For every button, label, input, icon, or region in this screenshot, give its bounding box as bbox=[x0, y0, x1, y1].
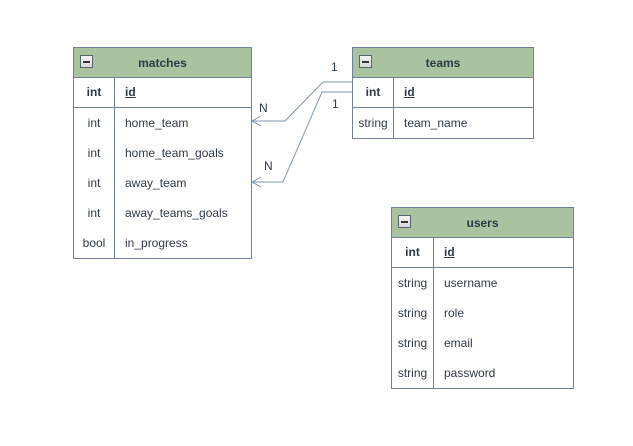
table-row[interactable]: int id bbox=[392, 238, 573, 268]
field-name: in_progress bbox=[125, 236, 188, 250]
type-cell: string bbox=[353, 108, 394, 138]
er-table-teams[interactable]: teams int id string team_name bbox=[352, 47, 534, 139]
table-header[interactable]: teams bbox=[353, 48, 533, 78]
table-row[interactable]: int away_teams_goals bbox=[74, 198, 251, 228]
field-name: id bbox=[125, 85, 136, 99]
type-cell: int bbox=[74, 198, 115, 228]
type-cell: string bbox=[392, 268, 434, 298]
type-cell: int bbox=[74, 168, 115, 198]
collapse-button[interactable] bbox=[398, 215, 411, 228]
minus-icon bbox=[83, 60, 90, 63]
cardinality-label[interactable]: N bbox=[258, 101, 269, 115]
field-name: username bbox=[444, 276, 498, 290]
field-name: password bbox=[444, 366, 496, 380]
table-header[interactable]: matches bbox=[74, 48, 251, 78]
collapse-button[interactable] bbox=[80, 55, 93, 68]
table-title: matches bbox=[138, 55, 187, 70]
table-row[interactable]: int home_team_goals bbox=[74, 138, 251, 168]
field-name: away_team bbox=[125, 176, 187, 190]
type-cell: bool bbox=[74, 228, 115, 258]
table-row[interactable]: bool in_progress bbox=[74, 228, 251, 258]
type-cell: string bbox=[392, 298, 434, 328]
cardinality-label[interactable]: N bbox=[263, 159, 274, 173]
type-cell: int bbox=[353, 78, 394, 107]
open-arrow-icon bbox=[250, 115, 262, 127]
type-cell: int bbox=[74, 108, 115, 138]
collapse-button[interactable] bbox=[359, 55, 372, 68]
table-title: users bbox=[466, 215, 499, 230]
type-cell: int bbox=[74, 138, 115, 168]
table-row[interactable]: int id bbox=[353, 78, 533, 108]
type-cell: string bbox=[392, 358, 434, 388]
open-arrow-icon bbox=[250, 176, 262, 188]
cardinality-label[interactable]: 1 bbox=[330, 60, 339, 74]
er-table-matches[interactable]: matches int id int home_team int home_te… bbox=[73, 47, 252, 259]
cardinality-label[interactable]: 1 bbox=[331, 97, 340, 111]
minus-icon bbox=[362, 60, 369, 63]
table-row[interactable]: string email bbox=[392, 328, 573, 358]
field-name: away_teams_goals bbox=[125, 206, 228, 220]
type-cell: int bbox=[74, 78, 115, 107]
field-name: email bbox=[444, 336, 473, 350]
table-row[interactable]: string password bbox=[392, 358, 573, 388]
table-header[interactable]: users bbox=[392, 208, 573, 238]
table-row[interactable]: string team_name bbox=[353, 108, 533, 138]
field-name: role bbox=[444, 306, 465, 320]
field-name: home_team_goals bbox=[125, 146, 224, 160]
field-name: home_team bbox=[125, 116, 189, 130]
field-name: team_name bbox=[404, 116, 468, 130]
er-table-users[interactable]: users int id string username string role… bbox=[391, 207, 574, 389]
field-name: id bbox=[444, 245, 455, 259]
type-cell: string bbox=[392, 328, 434, 358]
table-row[interactable]: int home_team bbox=[74, 108, 251, 138]
minus-icon bbox=[401, 220, 408, 223]
table-row[interactable]: string username bbox=[392, 268, 573, 298]
table-row[interactable]: int away_team bbox=[74, 168, 251, 198]
field-name: id bbox=[404, 85, 415, 99]
type-cell: int bbox=[392, 238, 434, 267]
table-row[interactable]: string role bbox=[392, 298, 573, 328]
table-row[interactable]: int id bbox=[74, 78, 251, 108]
table-title: teams bbox=[425, 55, 461, 70]
